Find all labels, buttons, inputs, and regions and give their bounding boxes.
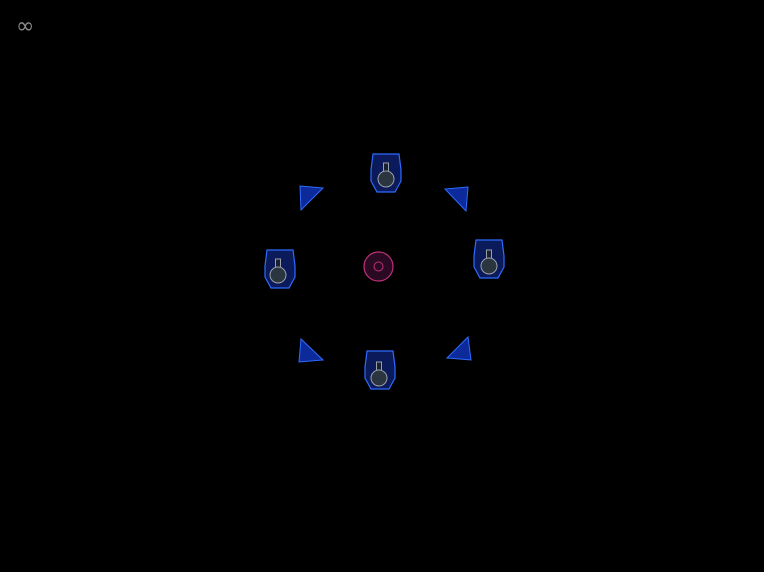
- arrow-enemy-southeast: [445, 335, 472, 361]
- turret-enemy-north: [370, 153, 402, 193]
- arrow-enemy-northwest: [299, 185, 325, 212]
- player-core[interactable]: [363, 251, 394, 282]
- arrow-enemy-southwest: [298, 337, 325, 363]
- player-core-icon[interactable]: [363, 251, 394, 282]
- turret-core: [377, 170, 395, 188]
- turret-core: [370, 369, 388, 387]
- turret-enemy-south: [364, 350, 396, 390]
- turret-enemy-east: [473, 239, 505, 279]
- player-core-center: [373, 261, 384, 272]
- lives-infinity-indicator: ∞: [16, 14, 34, 39]
- turret-core: [480, 257, 498, 275]
- turret-enemy-west: [264, 249, 296, 289]
- turret-core: [269, 266, 287, 284]
- arrow-enemy-northeast: [443, 186, 469, 213]
